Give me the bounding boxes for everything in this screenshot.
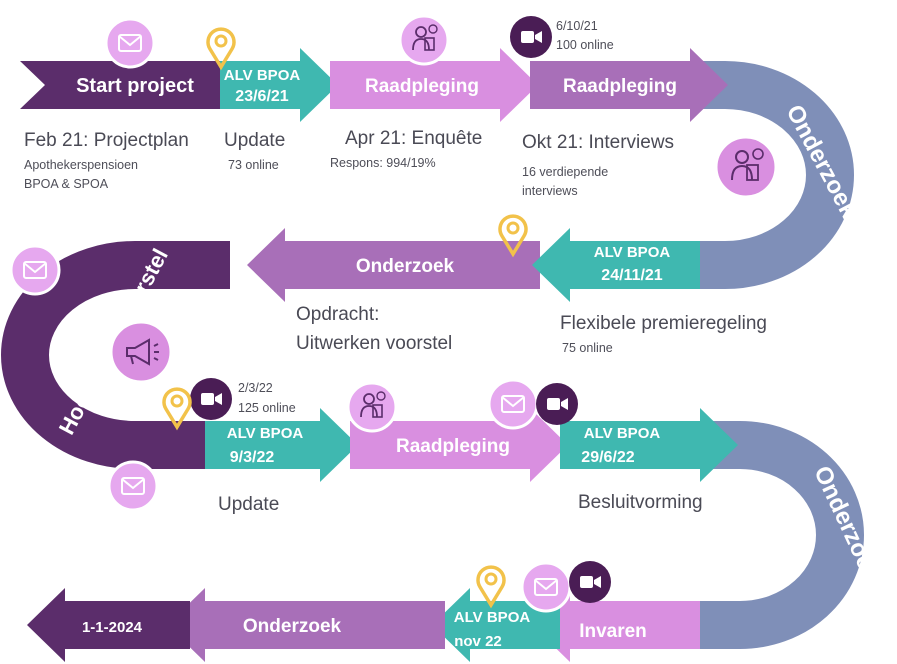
map-pin-icon — [206, 27, 236, 71]
note-interviews-title: Okt 21: Interviews — [522, 132, 675, 153]
label-onderzoek-2: Onderzoek — [356, 256, 455, 277]
arrow-onderzoek-4 — [167, 588, 445, 662]
map-pin-icon — [476, 565, 506, 609]
arrow-raadpleging-2 — [530, 48, 728, 122]
note-update-1-sub: 73 online — [228, 158, 279, 172]
note-projectplan-title: Feb 21: Projectplan — [24, 130, 189, 151]
right-curve-bottom — [690, 421, 864, 649]
label-alv-3-title: ALV BPOA — [227, 425, 304, 442]
label-alv-5-title: ALV BPOA — [454, 609, 531, 626]
video-camera-icon — [190, 378, 232, 420]
note-opdracht-1: Opdracht: — [296, 304, 380, 325]
arrow-onderzoek-2 — [247, 228, 540, 302]
note-interviews-sub2: interviews — [522, 184, 578, 198]
label-alv-5-date: nov 22 — [454, 633, 502, 650]
right-curve-top — [700, 60, 854, 289]
survey-person-icon — [714, 135, 778, 199]
envelope-icon — [9, 244, 61, 296]
survey-person-icon — [398, 14, 450, 66]
arrow-alv-4 — [560, 408, 738, 482]
map-pin-icon — [162, 387, 192, 431]
arrow-raadpleging-1 — [330, 48, 538, 122]
envelope-icon — [104, 17, 156, 69]
label-start-project: Start project — [76, 75, 194, 97]
envelope-icon — [487, 378, 539, 430]
map-pin-icon — [498, 214, 528, 258]
label-raadpleging-1: Raadpleging — [365, 76, 479, 97]
megaphone-icon — [109, 320, 173, 384]
left-curve — [1, 241, 230, 469]
label-alv-3-date: 9/3/22 — [230, 449, 275, 466]
arrow-alv-3 — [205, 408, 358, 482]
note-interviews-sub1: 16 verdiepende — [522, 165, 609, 179]
label-invaren: Invaren — [579, 621, 647, 642]
note-projectplan-sub2: BPOA & SPOA — [24, 177, 109, 191]
arrow-alv-2 — [532, 228, 700, 302]
label-alv-4-date: 29/6/22 — [581, 449, 634, 466]
arrow-alv-1 — [220, 48, 338, 122]
arrow-end — [27, 588, 190, 662]
arrow-start-project — [20, 61, 240, 109]
note-opdracht-2: Uitwerken voorstel — [296, 333, 453, 354]
label-raadpleging-2: Raadpleging — [563, 76, 677, 97]
note-flexibele-title: Flexibele premieregeling — [560, 313, 767, 334]
label-alv-2-date: 24/11/21 — [601, 267, 663, 284]
note-update-1-title: Update — [224, 130, 286, 151]
envelope-icon — [107, 460, 159, 512]
arrow-invaren — [532, 588, 700, 662]
note-update-2: Update — [218, 494, 280, 515]
video-note-date-1: 6/10/21 — [556, 19, 598, 33]
video-note-count-1: 100 online — [556, 38, 614, 52]
note-besluitvorming: Besluitvorming — [578, 492, 703, 513]
label-alv-1-title: ALV BPOA — [224, 67, 301, 84]
envelope-icon — [520, 561, 572, 613]
note-enquete-title: Apr 21: Enquête — [345, 128, 483, 149]
label-alv-4-title: ALV BPOA — [584, 425, 661, 442]
note-enquete-sub: Respons: 994/19% — [330, 156, 436, 170]
video-note-date-2: 2/3/22 — [238, 381, 273, 395]
video-note-count-2: 125 online — [238, 401, 296, 415]
video-camera-icon — [536, 383, 578, 425]
label-end: 1-1-2024 — [82, 619, 143, 636]
label-alv-1-date: 23/6/21 — [235, 88, 288, 105]
label-alv-2-title: ALV BPOA — [594, 244, 671, 261]
video-camera-icon — [569, 561, 611, 603]
arrow-alv-5 — [432, 588, 560, 662]
label-raadpleging-3: Raadpleging — [396, 436, 510, 457]
note-flexibele-sub: 75 online — [562, 341, 613, 355]
note-projectplan-sub1: Apothekerspensioen — [24, 158, 138, 172]
label-onderzoek-4: Onderzoek — [243, 616, 342, 637]
survey-person-icon — [346, 381, 398, 433]
video-camera-icon — [510, 16, 552, 58]
